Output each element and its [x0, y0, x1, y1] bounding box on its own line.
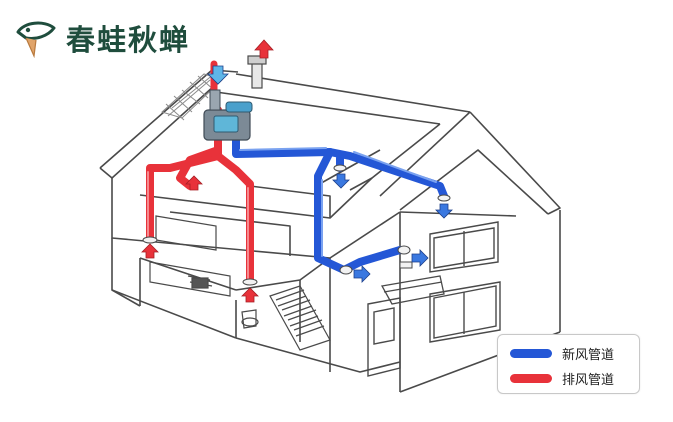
exhaust-duct-swatch	[510, 374, 552, 383]
legend-item-exhaust: 排风管道	[510, 369, 614, 388]
exhaust-arrows	[141, 39, 274, 303]
fresh-duct-swatch	[510, 349, 552, 358]
legend-label-fresh: 新风管道	[562, 348, 615, 363]
fresh-air-duct-highlights	[239, 147, 437, 257]
chimney	[247, 55, 267, 89]
fresh-air-arrows	[207, 65, 453, 283]
brand-header: 春蛙秋蝉	[14, 18, 190, 58]
house-outline	[99, 69, 561, 393]
ventilation-unit	[203, 89, 253, 141]
toilet	[241, 309, 259, 329]
legend-label-exhaust: 排风管道	[562, 373, 615, 388]
legend-item-fresh: 新风管道	[510, 344, 614, 363]
bathtub	[380, 275, 445, 305]
brand-name: 春蛙秋蝉	[66, 23, 191, 57]
exhaust-duct-highlights	[147, 171, 249, 279]
stairs	[269, 285, 331, 351]
duct-diffusers	[142, 164, 451, 286]
kitchen-counter	[149, 215, 231, 297]
frog-leaf-icon	[16, 21, 56, 58]
windows	[367, 221, 501, 377]
legend: 新风管道 排风管道	[497, 334, 640, 394]
